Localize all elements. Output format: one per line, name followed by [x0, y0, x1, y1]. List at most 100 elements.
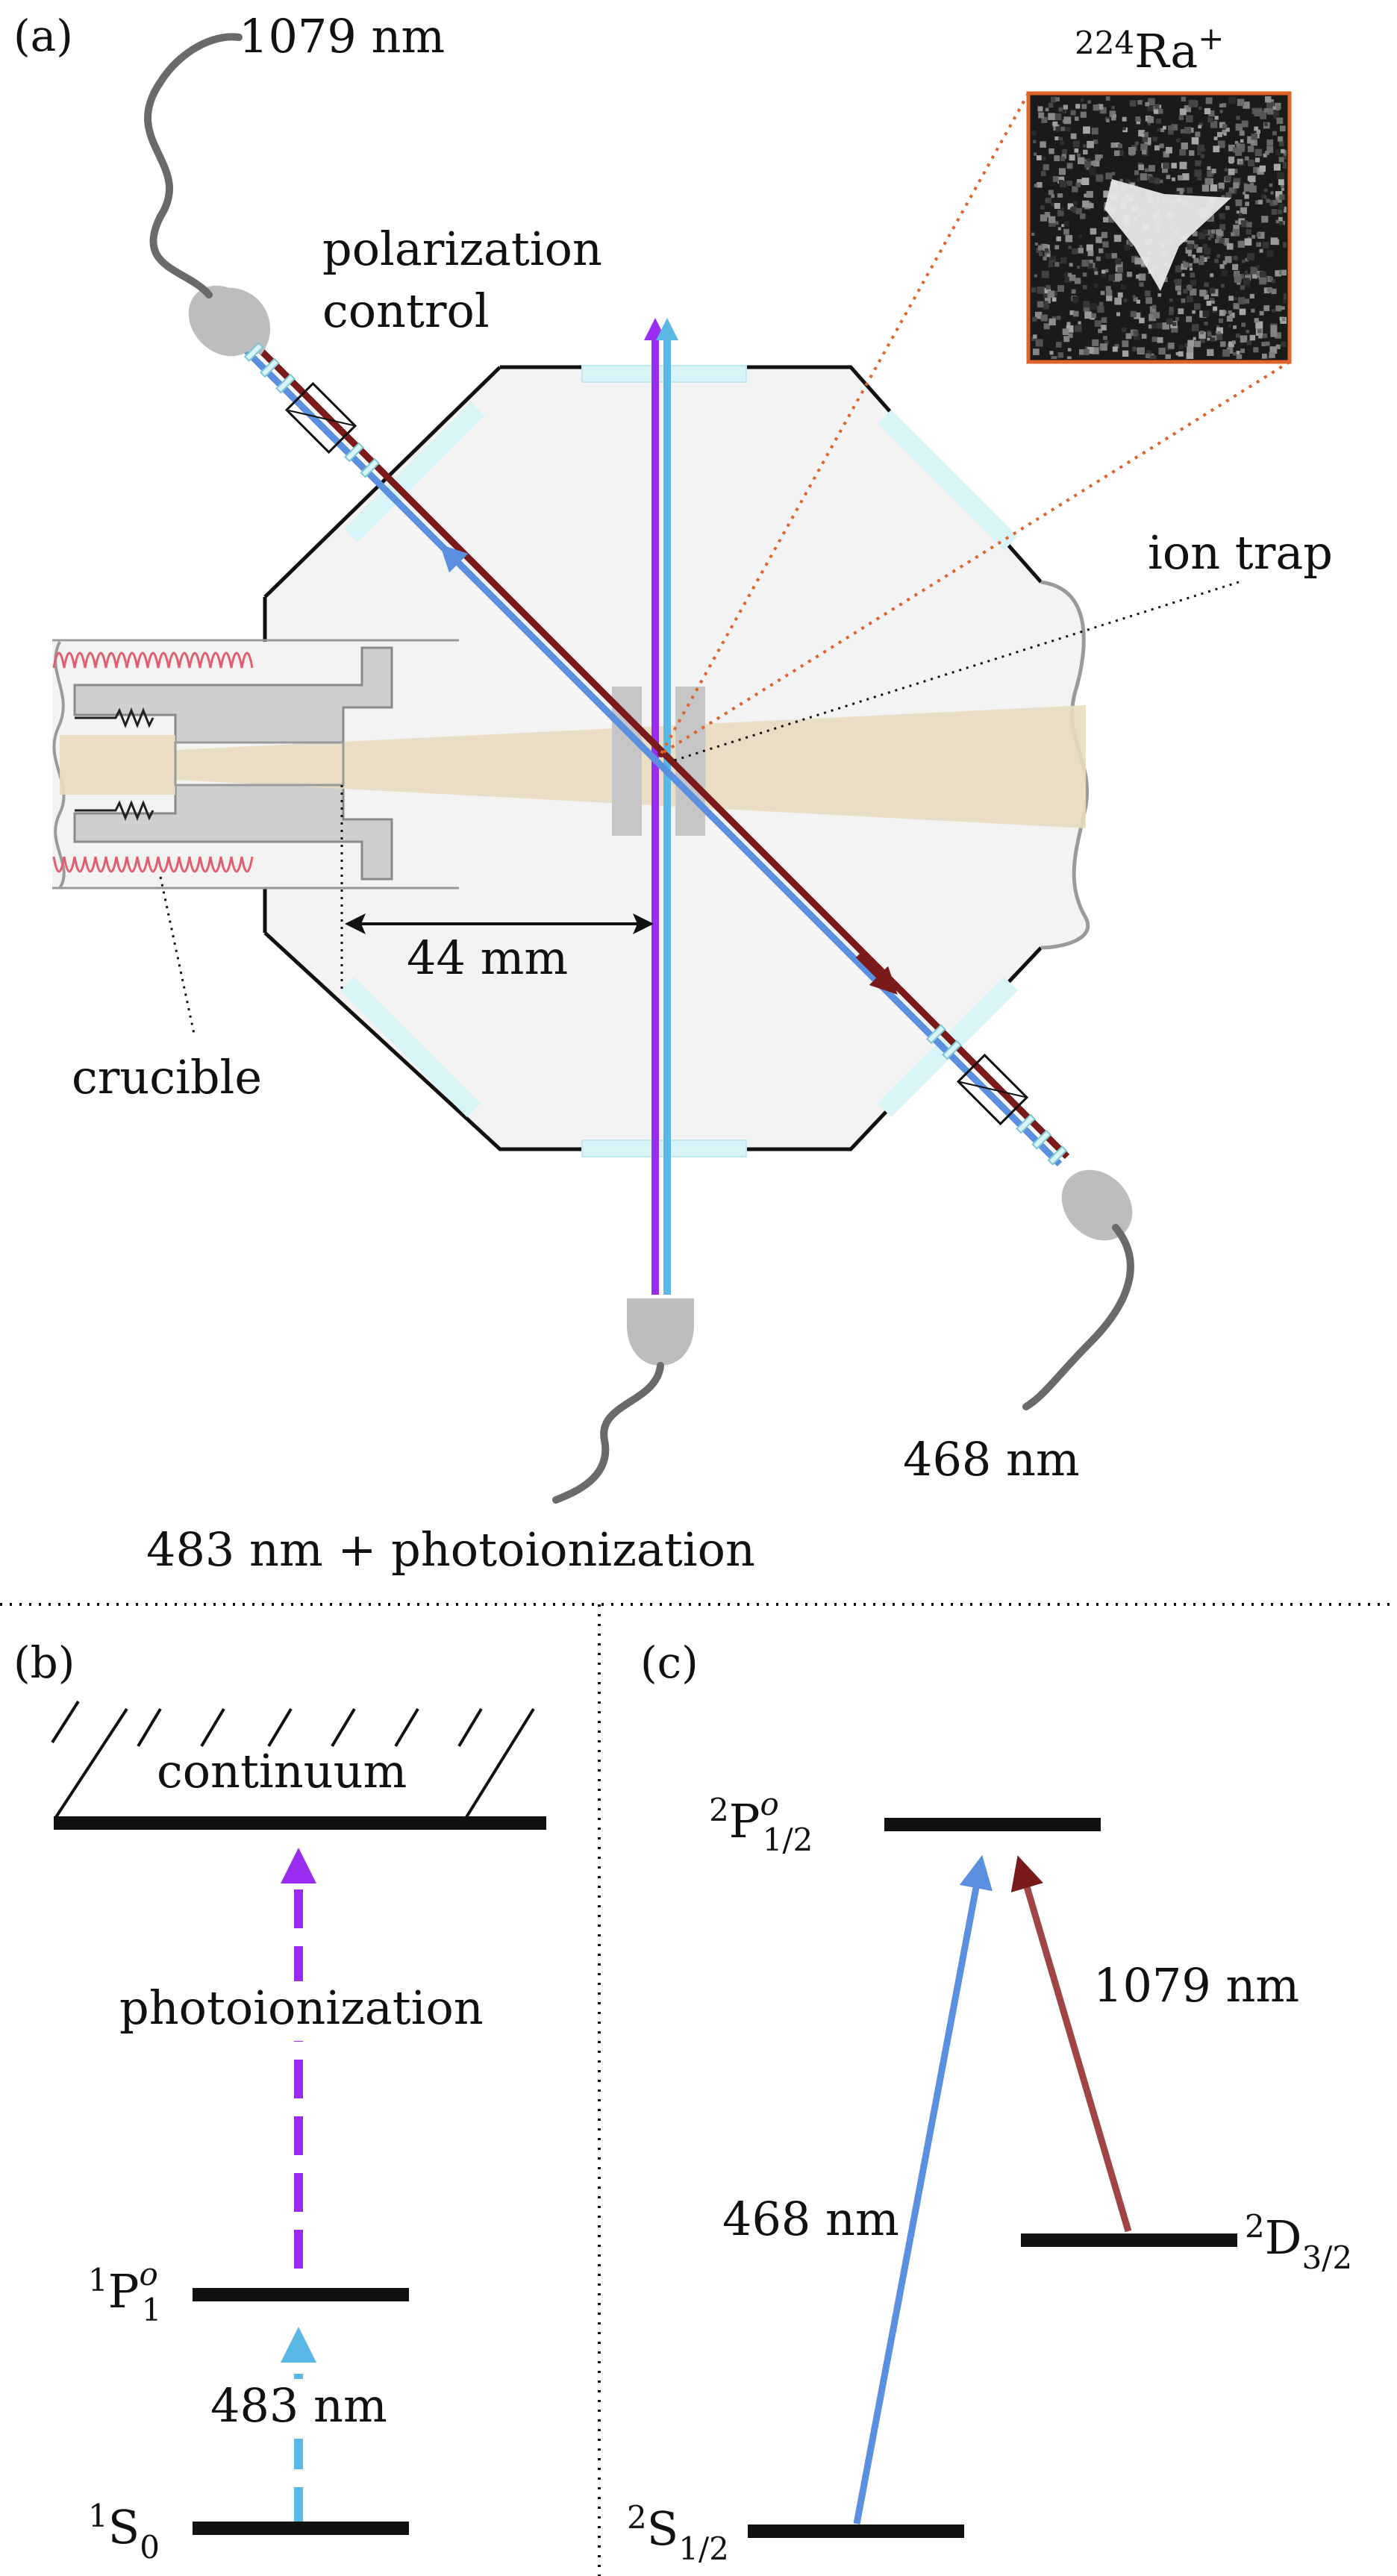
noise-speckle	[1114, 142, 1120, 148]
noise-speckle	[1236, 116, 1240, 120]
noise-speckle	[1210, 229, 1216, 234]
noise-speckle	[1216, 229, 1222, 235]
noise-speckle	[1054, 221, 1059, 225]
noise-speckle	[1086, 244, 1093, 251]
noise-speckle	[1166, 146, 1172, 154]
noise-speckle	[1178, 351, 1184, 357]
noise-speckle	[1159, 143, 1164, 149]
noise-speckle	[1043, 256, 1047, 260]
noise-speckle	[1253, 347, 1259, 353]
noise-speckle	[1221, 195, 1225, 199]
noise-speckle	[1112, 346, 1118, 352]
noise-speckle	[1054, 155, 1060, 161]
noise-speckle	[1224, 168, 1228, 172]
noise-speckle	[1101, 269, 1106, 274]
noise-speckle	[1278, 136, 1284, 142]
noise-speckle	[1225, 256, 1232, 263]
crucible-callout	[159, 876, 196, 1034]
noise-speckle	[1148, 98, 1155, 105]
noise-speckle	[1269, 351, 1275, 358]
noise-speckle	[1258, 334, 1263, 339]
noise-speckle	[1168, 125, 1174, 131]
noise-speckle	[1100, 290, 1105, 296]
noise-speckle	[1233, 255, 1238, 260]
noise-speckle	[1246, 222, 1252, 228]
noise-speckle	[1075, 116, 1079, 121]
noise-speckle	[1055, 97, 1060, 101]
noise-speckle	[1153, 312, 1160, 319]
beam-1079-arrow	[855, 952, 898, 995]
noise-speckle	[1228, 310, 1232, 315]
noise-speckle	[1275, 106, 1281, 110]
noise-speckle	[1103, 190, 1110, 198]
noise-speckle	[1231, 340, 1236, 345]
noise-speckle	[1083, 149, 1088, 154]
noise-speckle	[1220, 284, 1225, 288]
noise-speckle	[1261, 216, 1269, 223]
ion-fluorescence-inset	[1026, 91, 1292, 364]
noise-speckle	[1105, 172, 1113, 180]
noise-speckle	[1183, 262, 1189, 268]
noise-speckle	[1037, 182, 1043, 188]
noise-speckle	[1275, 270, 1281, 277]
noise-speckle	[1219, 238, 1225, 244]
fiber-coupler-468	[1022, 1169, 1134, 1410]
noise-speckle	[1111, 253, 1117, 259]
noise-speckle	[1186, 352, 1194, 359]
noise-speckle	[1117, 150, 1124, 156]
noise-speckle	[1042, 157, 1046, 161]
noise-speckle	[1151, 323, 1157, 329]
noise-speckle	[1115, 257, 1122, 265]
noise-speckle	[1069, 275, 1076, 281]
noise-speckle	[1259, 248, 1263, 253]
noise-speckle	[1154, 145, 1160, 151]
noise-speckle	[1221, 270, 1228, 277]
noise-speckle	[1275, 332, 1281, 339]
noise-speckle	[1044, 250, 1051, 257]
label-1079: 1079 nm	[1093, 1958, 1299, 2013]
noise-speckle	[1187, 252, 1192, 257]
noise-speckle	[1235, 199, 1243, 207]
noise-speckle	[1228, 296, 1234, 301]
noise-speckle	[1245, 156, 1249, 161]
noise-speckle	[1095, 154, 1101, 160]
noise-speckle	[1105, 286, 1111, 292]
noise-speckle	[1279, 221, 1284, 226]
noise-speckle	[1066, 163, 1073, 169]
noise-speckle	[1060, 257, 1065, 261]
noise-speckle	[1040, 214, 1048, 222]
noise-speckle	[1208, 110, 1215, 116]
noise-speckle	[1134, 170, 1140, 175]
noise-speckle	[1246, 330, 1250, 334]
noise-speckle	[1263, 107, 1269, 113]
noise-speckle	[1193, 257, 1199, 263]
noise-speckle	[1179, 161, 1187, 169]
noise-speckle	[1180, 128, 1185, 134]
noise-speckle	[1234, 140, 1239, 145]
noise-speckle	[1098, 248, 1104, 254]
label-2S1-2: 2S1/2	[627, 2499, 729, 2567]
ion-trap-callout	[671, 581, 1240, 763]
noise-speckle	[1086, 190, 1093, 198]
noise-speckle	[1034, 243, 1038, 246]
distance-arrowhead-right	[633, 913, 654, 934]
noise-speckle	[1235, 149, 1243, 156]
noise-speckle	[1202, 229, 1208, 235]
noise-speckle	[1128, 147, 1136, 154]
noise-speckle	[1068, 246, 1072, 249]
noise-speckle	[1204, 247, 1211, 255]
noise-speckle	[1204, 322, 1208, 326]
noise-speckle	[1087, 140, 1094, 149]
label-2D3-2: 2D3/2	[1245, 2208, 1352, 2276]
noise-speckle	[1140, 143, 1148, 151]
noise-speckle	[1139, 282, 1144, 287]
noise-speckle	[1133, 330, 1139, 336]
noise-speckle	[1125, 333, 1132, 340]
noise-speckle	[1199, 337, 1205, 343]
noise-speckle	[1048, 148, 1054, 154]
noise-speckle	[1083, 301, 1090, 308]
noise-speckle	[1219, 213, 1225, 219]
noise-speckle	[1032, 316, 1037, 322]
noise-speckle	[1256, 242, 1260, 246]
